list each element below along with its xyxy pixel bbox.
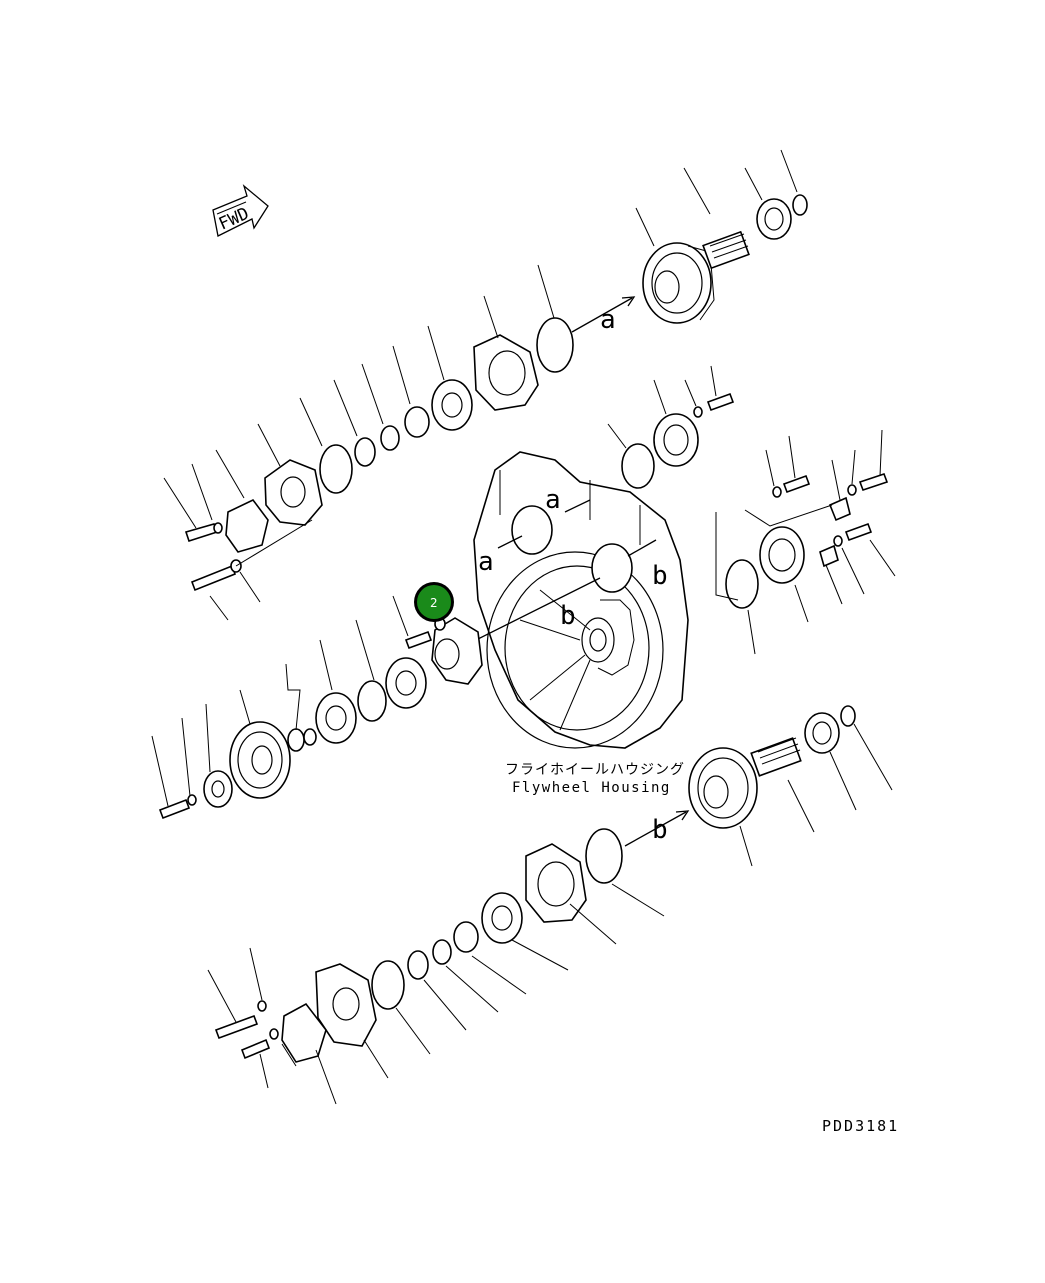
right-mid-oring — [725, 559, 759, 609]
lower-short-bolt — [240, 1038, 271, 1060]
lower-ring — [453, 921, 479, 953]
lower-lock-washer — [432, 939, 452, 965]
callout-b-housing-1: b — [652, 561, 668, 591]
upper-flange — [264, 459, 323, 526]
callout-a-upper: a — [600, 305, 616, 335]
housing-bore-a — [511, 505, 553, 555]
upper-gasket-1 — [536, 317, 574, 373]
upper-large-gear — [642, 242, 712, 324]
lower-bearing — [804, 712, 840, 754]
lower-gasket-1 — [585, 828, 623, 884]
upper-bearing — [756, 198, 792, 240]
fwd-arrow-icon: FWD — [212, 184, 269, 237]
middle-cover — [431, 617, 483, 685]
lower-gear-group: b — [624, 705, 893, 867]
housing-label-en: Flywheel Housing — [512, 780, 671, 796]
upper-lock-washer — [380, 425, 400, 451]
lower-nut — [407, 950, 429, 980]
callout-b-lower: b — [652, 815, 668, 845]
right-mid-flange — [759, 526, 805, 584]
flywheel-housing: a a b b — [473, 451, 689, 749]
middle-left-bolt — [158, 798, 191, 820]
lower-bearing-2 — [481, 892, 523, 944]
middle-gear — [229, 721, 291, 799]
upper-cover-plate — [473, 334, 539, 411]
middle-bearing-1 — [385, 657, 427, 709]
fwd-label: FWD — [216, 204, 252, 235]
drawing-code: PDD3181 — [822, 1117, 899, 1135]
upper-snap-ring — [792, 194, 808, 216]
middle-bolt — [404, 630, 433, 650]
upper-long-bolt — [190, 564, 237, 592]
upper-gear-group: a — [571, 149, 808, 335]
right-upper-oring — [621, 443, 655, 489]
middle-ring — [357, 680, 387, 722]
right-upper-seal — [653, 413, 699, 467]
callout-a-housing-1: a — [478, 547, 494, 577]
housing-label-jp: フライホイールハウジング — [505, 762, 685, 778]
upper-nut — [354, 437, 376, 467]
callout-b-housing-2: b — [560, 601, 576, 631]
right-housing-parts — [607, 365, 896, 655]
lower-large-gear — [688, 747, 758, 829]
upper-gasket-2 — [319, 444, 353, 494]
upper-ring — [404, 406, 430, 438]
lower-gasket-2 — [371, 960, 405, 1010]
lower-long-bolt — [214, 1014, 259, 1040]
upper-small-cover — [225, 498, 269, 553]
upper-bearing-2 — [431, 379, 473, 431]
middle-collar — [203, 770, 233, 808]
lower-cover-plate — [525, 843, 587, 923]
upper-bolt-1 — [184, 523, 219, 543]
lower-row-parts — [207, 828, 665, 1105]
callout-number: 2 — [430, 596, 438, 610]
housing-bore-b — [591, 543, 633, 593]
middle-bearing-2 — [315, 692, 357, 744]
middle-left-parts — [151, 587, 483, 820]
upper-row-parts — [163, 264, 574, 621]
lower-snap-ring — [840, 705, 856, 727]
lower-splined-shaft — [750, 737, 802, 777]
upper-splined-shaft — [702, 230, 750, 270]
highlight-callout-2[interactable]: 2 — [414, 582, 454, 622]
callout-a-housing-2: a — [545, 485, 561, 515]
